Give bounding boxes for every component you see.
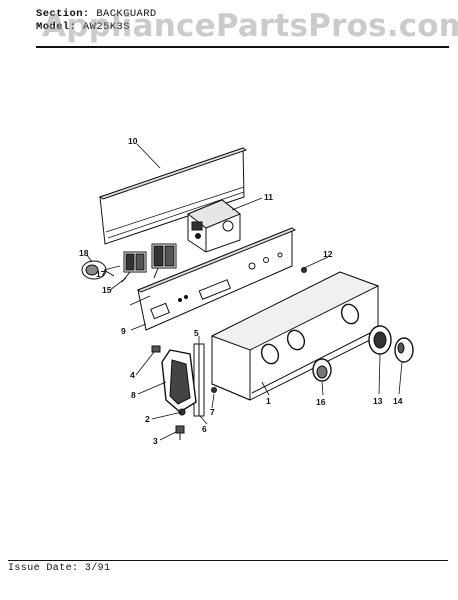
part-11-timer: [187, 199, 241, 253]
part-15-switch: [151, 243, 177, 279]
callout-16: 16: [316, 397, 326, 407]
callout-12: 12: [323, 249, 333, 259]
callout-13: 13: [373, 396, 383, 406]
issue-date-value: 3/91: [84, 563, 111, 574]
callout-18: 18: [79, 248, 89, 258]
callout-9: 9: [121, 326, 126, 336]
callout-1: 1: [266, 396, 271, 406]
part-12-screw: [301, 267, 307, 273]
leader-lines: [86, 143, 403, 441]
part-3-screw: [175, 425, 185, 440]
part-16-knob: [312, 358, 332, 382]
part-13-dial: [368, 325, 392, 355]
callout-4: 4: [130, 370, 135, 380]
model-label: Model:: [36, 21, 77, 33]
callout-7: 7: [210, 407, 215, 417]
section-label: Section:: [36, 8, 90, 20]
model-value: AW25K3S: [82, 21, 130, 33]
callout-6: 6: [202, 424, 207, 434]
callout-14: 14: [393, 396, 403, 406]
model-row: Model: AW25K3S: [36, 21, 157, 34]
page-header: Section: BACKGUARD Model: AW25K3S: [36, 8, 157, 34]
section-value: BACKGUARD: [96, 8, 157, 20]
issue-date-label: Issue Date:: [8, 563, 79, 574]
part-14-knob: [394, 337, 414, 363]
part-10-top-panel: [98, 147, 248, 245]
part-18-motor: [81, 260, 115, 280]
callout-2: 2: [145, 414, 150, 424]
callout-15: 15: [102, 285, 112, 295]
part-1-backguard: [210, 271, 380, 401]
footer-rule: [8, 560, 448, 561]
part-9-control-panel: [136, 227, 297, 331]
section-row: Section: BACKGUARD: [36, 8, 157, 21]
callout-17: 17: [96, 269, 106, 279]
callout-5: 5: [194, 328, 199, 338]
header-rule: [36, 46, 449, 48]
callout-11: 11: [264, 192, 273, 202]
part-4-clip: [151, 345, 161, 353]
callout-3: 3: [153, 436, 158, 446]
callout-8: 8: [131, 390, 136, 400]
part-5-bracket: [193, 343, 205, 417]
part-17-switch: [121, 251, 147, 283]
watermark: AppliancePartsPros.com: [42, 8, 458, 44]
part-7-screw: [211, 387, 217, 393]
part-8-end-cap: [161, 349, 197, 413]
page-footer: Issue Date: 3/91: [8, 563, 110, 574]
callout-10: 10: [128, 136, 138, 146]
